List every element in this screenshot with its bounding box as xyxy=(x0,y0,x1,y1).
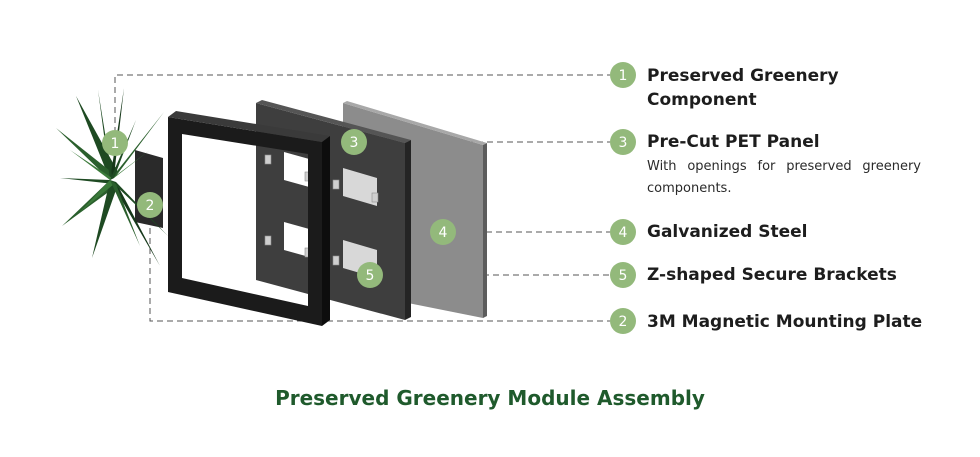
legend-label-galvanized-steel: Galvanized Steel xyxy=(647,222,808,242)
badge-diagram-2: 2 xyxy=(137,192,163,218)
badge-diagram-4: 4 xyxy=(430,219,456,245)
leader-line-1 xyxy=(114,74,610,143)
pet-panel-opening xyxy=(343,168,377,206)
svg-text:3: 3 xyxy=(350,135,359,151)
leader-line-2 xyxy=(149,218,610,322)
badge-diagram-1: 1 xyxy=(102,130,128,156)
badge-diagram-3: 3 xyxy=(341,129,367,155)
z-bracket xyxy=(371,192,379,203)
svg-text:4: 4 xyxy=(619,225,628,241)
badge-legend-4: 4 xyxy=(610,219,636,245)
svg-text:2: 2 xyxy=(619,314,628,330)
svg-text:4: 4 xyxy=(439,225,448,241)
z-bracket xyxy=(264,235,272,246)
badge-diagram-5: 5 xyxy=(357,262,383,288)
z-bracket xyxy=(264,154,272,165)
legend-label-pet-panel: Pre-Cut PET Panel xyxy=(647,132,820,152)
svg-text:1: 1 xyxy=(619,68,628,84)
badge-legend-1: 1 xyxy=(610,62,636,88)
svg-text:3: 3 xyxy=(619,135,628,151)
svg-text:2: 2 xyxy=(146,198,155,214)
legend-description-pet-panel: With openings for preserved greenery com… xyxy=(647,159,921,196)
legend-label-preserved-greenery: Preserved Greenery Component xyxy=(647,64,947,112)
legend-label-magnetic-plate: 3M Magnetic Mounting Plate xyxy=(647,312,923,332)
legend-label-z-brackets: Z-shaped Secure Brackets xyxy=(647,265,897,285)
svg-text:5: 5 xyxy=(619,268,628,284)
badge-legend-2: 2 xyxy=(610,308,636,334)
badge-legend-5: 5 xyxy=(610,262,636,288)
legend-label-line: Component xyxy=(647,90,757,110)
z-bracket xyxy=(332,179,340,190)
diagram-caption: Preserved Greenery Module Assembly xyxy=(275,386,705,410)
svg-text:5: 5 xyxy=(366,268,375,284)
svg-text:1: 1 xyxy=(111,136,120,152)
legend-label-line: Preserved Greenery xyxy=(647,66,839,86)
z-bracket xyxy=(332,255,340,266)
badge-legend-3: 3 xyxy=(610,129,636,155)
front-frame xyxy=(168,111,330,326)
